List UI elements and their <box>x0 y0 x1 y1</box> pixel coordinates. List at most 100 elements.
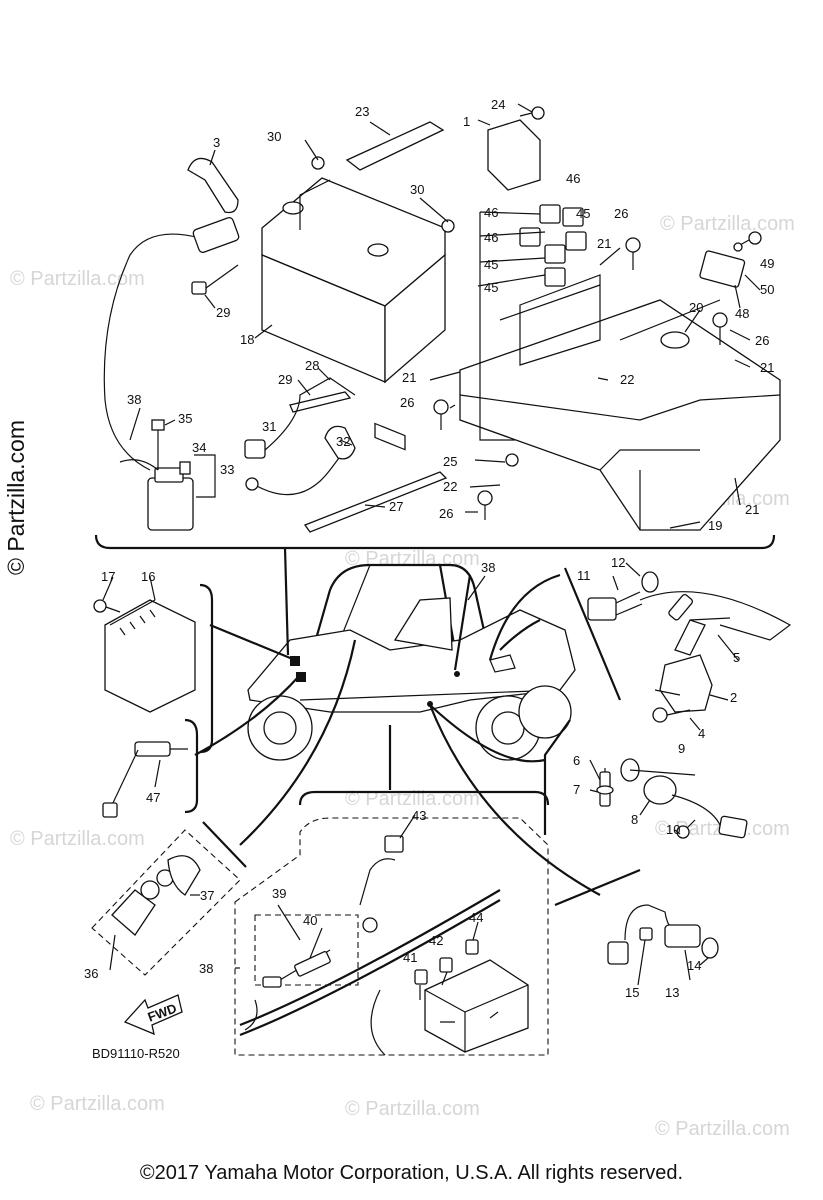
callout-26b: 26 <box>755 333 769 348</box>
dashed-group-39 <box>254 914 359 986</box>
callout-41: 41 <box>403 950 417 965</box>
callout-49: 49 <box>760 256 774 271</box>
callout-9: 9 <box>678 741 685 756</box>
relay-48 <box>699 250 746 288</box>
callout-10: 10 <box>666 822 680 837</box>
vehicle <box>247 563 576 761</box>
bolts-top <box>311 106 762 520</box>
callout-7: 7 <box>573 782 580 797</box>
callout-39: 39 <box>272 886 286 901</box>
callout-34: 34 <box>192 440 206 455</box>
callout-15: 15 <box>625 985 639 1000</box>
callout-26d: 26 <box>439 506 453 521</box>
callout-38a: 38 <box>127 392 141 407</box>
copyright-notice: ©2017 Yamaha Motor Corporation, U.S.A. A… <box>139 1162 684 1184</box>
callout-27: 27 <box>389 499 403 514</box>
callout-22a: 22 <box>620 372 634 387</box>
callout-38b: 38 <box>481 560 495 575</box>
pressure-switch <box>111 855 201 936</box>
callout-24: 24 <box>491 97 505 112</box>
callout-46c: 46 <box>484 230 498 245</box>
callout-37: 37 <box>200 888 214 903</box>
callout-20: 20 <box>689 300 703 315</box>
watermark: © Partzilla.com <box>655 1118 790 1140</box>
callout-19: 19 <box>708 518 722 533</box>
bolt <box>191 264 239 295</box>
section-brackets <box>184 567 641 907</box>
callout-labels: 1 2 3 4 5 6 7 8 9 10 11 12 13 14 15 16 1… <box>84 97 774 1000</box>
temperature-sensor <box>587 571 659 621</box>
callout-29b: 29 <box>216 305 230 320</box>
callout-18: 18 <box>240 332 254 347</box>
callout-2: 2 <box>730 690 737 705</box>
ignition-coil <box>639 591 792 713</box>
callout-30a: 30 <box>267 129 281 144</box>
lead-connector <box>192 217 240 253</box>
callout-48: 48 <box>735 306 749 321</box>
callout-35: 35 <box>178 411 192 426</box>
callout-50: 50 <box>760 282 774 297</box>
battery-lead <box>103 233 201 471</box>
callout-6: 6 <box>573 753 580 768</box>
fuse-34 <box>179 461 191 475</box>
callout-36: 36 <box>84 966 98 981</box>
harness-dashed-box <box>234 817 549 1056</box>
callout-30b: 30 <box>410 182 424 197</box>
callout-3: 3 <box>213 135 220 150</box>
relays <box>519 204 587 287</box>
callout-38c: 38 <box>199 961 213 976</box>
callout-42: 42 <box>429 933 443 948</box>
callout-5: 5 <box>733 650 740 665</box>
callout-14: 14 <box>687 958 701 973</box>
watermark: © Partzilla.com <box>345 788 480 810</box>
callout-22b: 22 <box>443 479 457 494</box>
callout-26a: 26 <box>614 206 628 221</box>
top-section-bracket <box>94 534 776 550</box>
grommet <box>660 331 690 349</box>
bolt-4 <box>652 707 691 723</box>
rectifier-regulator <box>93 599 196 713</box>
callout-23: 23 <box>355 104 369 119</box>
battery-cable <box>244 377 356 496</box>
watermark: © Partzilla.com <box>10 268 145 290</box>
watermark: © Partzilla.com <box>10 828 145 850</box>
callout-13: 13 <box>665 985 679 1000</box>
wire-harness <box>239 835 501 1056</box>
watermark: © Partzilla.com <box>660 213 795 235</box>
callout-45a: 45 <box>576 206 590 221</box>
callout-28: 28 <box>305 358 319 373</box>
callout-bracket-33 <box>194 454 216 498</box>
callout-33: 33 <box>220 462 234 477</box>
callout-47: 47 <box>146 790 160 805</box>
leader-lines-top <box>129 103 761 529</box>
diagram-ref-code: BD91110-R520 <box>92 1046 180 1061</box>
cable-band <box>303 471 448 533</box>
callout-12: 12 <box>611 555 625 570</box>
callout-26c: 26 <box>400 395 414 410</box>
callout-45c: 45 <box>484 280 498 295</box>
callout-45b: 45 <box>484 257 498 272</box>
watermark: © Partzilla.com <box>30 1093 165 1115</box>
side-watermark: © Partzilla.com <box>3 420 29 575</box>
callout-29a: 29 <box>278 372 292 387</box>
callout-21d: 21 <box>745 502 759 517</box>
callout-8: 8 <box>631 812 638 827</box>
callout-4: 4 <box>698 726 705 741</box>
callout-16: 16 <box>141 569 155 584</box>
callout-21b: 21 <box>760 360 774 375</box>
ecu-unit <box>487 119 541 191</box>
speed-sensor <box>607 904 719 965</box>
sensor-47 <box>102 741 188 818</box>
callout-17: 17 <box>101 569 115 584</box>
callout-44: 44 <box>469 910 483 925</box>
callout-11: 11 <box>577 568 591 583</box>
callout-21c: 21 <box>402 370 416 385</box>
battery-box <box>459 274 781 531</box>
callout-21a: 21 <box>597 236 611 251</box>
fwd-arrow: FWD <box>123 994 183 1036</box>
callout-32: 32 <box>336 434 350 449</box>
clamp <box>187 157 239 214</box>
dashed-group-36 <box>91 829 241 976</box>
bolt-35 <box>151 419 165 431</box>
